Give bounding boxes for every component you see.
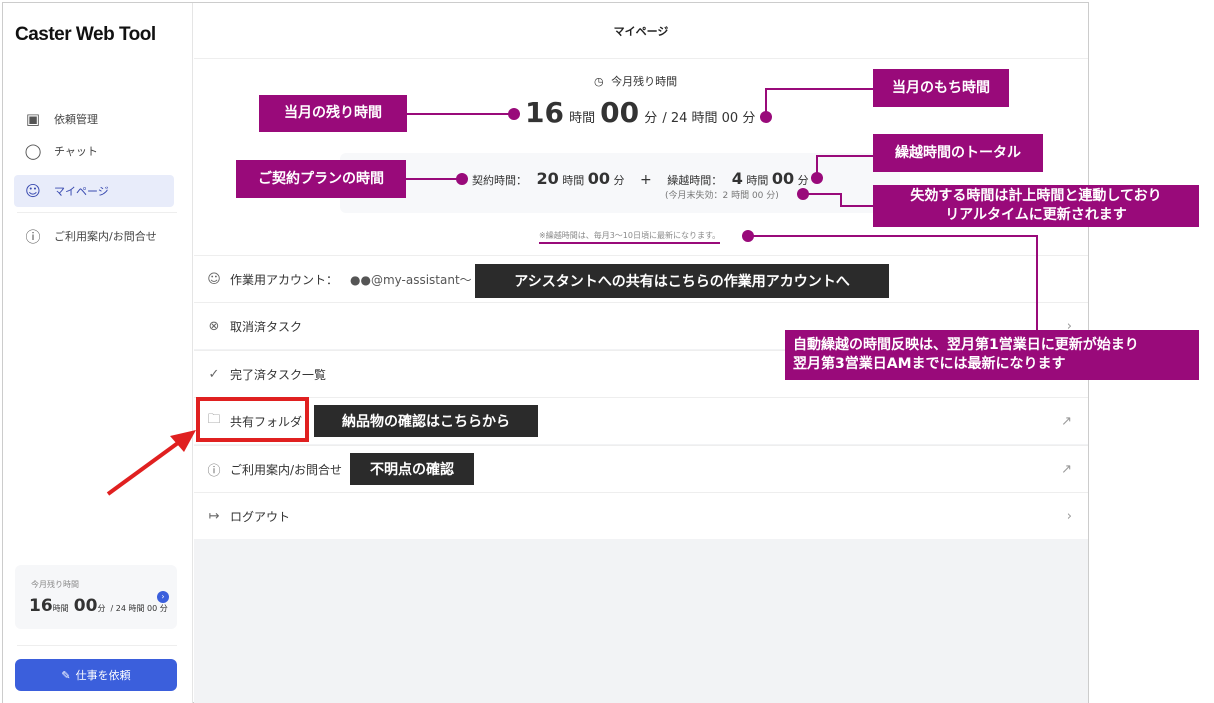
marker-dot	[760, 111, 772, 123]
total-time: / 24 時間 00 分	[662, 111, 756, 126]
chat-icon: ◯	[24, 142, 42, 160]
remaining-label: 今月残り時間	[31, 580, 79, 589]
red-arrow-icon	[106, 430, 196, 496]
carry-label: 繰越時間：	[667, 174, 723, 187]
marker-dot	[456, 173, 468, 185]
help-icon: ⓘ	[207, 463, 221, 479]
annotation-remaining: 当月の残り時間	[259, 95, 407, 132]
remaining-value: 16時間 00分 / 24 時間 00 分	[29, 596, 168, 616]
hours: 16	[525, 96, 564, 129]
remaining-value: 16 時間 00 分 / 24 時間 00 分	[525, 96, 755, 129]
account-value: ●●@my-assistant〜	[350, 272, 472, 287]
row-label: ご利用案内/お問合せ	[230, 462, 343, 477]
unit: 時間	[569, 111, 596, 126]
contract-minutes: 00	[587, 169, 611, 188]
highlight-box	[196, 397, 309, 442]
chevron-right-icon: ›	[1066, 318, 1072, 334]
row-label: ログアウト	[230, 509, 291, 524]
logout-icon: ↦	[208, 508, 220, 524]
plus: +	[640, 172, 652, 188]
contract-box	[340, 153, 900, 213]
annotation-total: 当月のもち時間	[873, 69, 1009, 107]
connector	[816, 155, 818, 177]
row-label: 共有フォルダ	[230, 414, 303, 429]
marker-dot	[797, 188, 809, 200]
contract-line: 契約時間： 20 時間 00 分 + 繰越時間： 4 時間 00 分	[472, 169, 809, 188]
connector	[406, 178, 458, 180]
connector	[407, 113, 510, 115]
contract-label: 契約時間：	[472, 174, 527, 187]
check-circle-icon: ✓	[208, 366, 220, 382]
annotation-auto-carry: 自動繰越の時間反映は、翌月第1営業日に更新が始まり 翌月第3営業日AMまでには最…	[785, 330, 1199, 380]
marker-dot	[508, 108, 520, 120]
help-icon: ⓘ	[25, 227, 41, 246]
carry-minutes: 00	[771, 169, 795, 188]
clock-icon: ◷	[594, 75, 604, 88]
annotation-plan: ご契約プランの時間	[236, 160, 406, 198]
connector	[765, 88, 767, 116]
help-row[interactable]: ⓘ ご利用案内/お問合せ ↗	[194, 445, 1088, 492]
remaining-label: 今月残り時間	[611, 75, 678, 88]
page-title: マイページ	[194, 3, 1088, 59]
logout-row[interactable]: ↦ ログアウト ›	[194, 492, 1088, 539]
chevron-right-icon: ›	[1066, 508, 1072, 524]
sidebar-item-chat[interactable]: ◯ チャット	[14, 135, 174, 167]
app-logo: Caster Web Tool	[15, 24, 156, 45]
hours: 16	[29, 596, 53, 616]
divider	[17, 645, 177, 646]
unit: 分	[97, 604, 106, 613]
external-link-icon: ↗	[1061, 413, 1072, 429]
button-label: 仕事を依頼	[75, 669, 131, 682]
sidebar-item-label: ご利用案内/お問合せ	[54, 230, 157, 243]
user-icon: ☺	[25, 182, 41, 200]
sidebar-item-help[interactable]: ⓘ ご利用案内/お問合せ	[14, 220, 174, 252]
annotation-expire: 失効する時間は計上時間と連動しており リアルタイムに更新されます	[873, 185, 1199, 227]
connector	[765, 88, 873, 90]
chevron-right-icon[interactable]: ›	[157, 591, 169, 603]
unit: 時間	[52, 604, 69, 613]
marker-dot	[811, 172, 823, 184]
annotation-help: 不明点の確認	[350, 453, 474, 485]
divider	[17, 212, 177, 213]
sidebar-item-label: マイページ	[54, 185, 109, 198]
carry-hours: 4	[731, 169, 743, 188]
folder-icon: 🗀	[207, 412, 221, 427]
remaining-header: ◷ 今月残り時間	[594, 73, 677, 89]
minutes: 00	[600, 96, 640, 129]
connector	[816, 155, 873, 157]
remaining-time-card[interactable]: 今月残り時間 16時間 00分 / 24 時間 00 分 ›	[15, 565, 177, 629]
sidebar-item-label: 依頼管理	[54, 113, 98, 126]
row-label: 作業用アカウント：	[230, 272, 339, 287]
marker-dot	[742, 230, 754, 242]
user-x-icon: ☺	[207, 271, 221, 287]
request-work-button[interactable]: ✎ 仕事を依頼	[15, 659, 177, 691]
annotation-folder: 納品物の確認はこちらから	[314, 405, 538, 437]
minutes: 00	[73, 596, 98, 616]
unit: 分	[644, 111, 658, 126]
sidebar-item-label: チャット	[54, 145, 98, 158]
sidebar-item-requests[interactable]: ▣ 依頼管理	[14, 103, 174, 135]
connector	[840, 193, 842, 206]
row-label: 完了済タスク一覧	[230, 367, 327, 382]
expire-note: (今月末失効：2 時間 00 分)	[665, 191, 779, 201]
connector	[840, 205, 873, 207]
total: / 24 時間 00 分	[110, 604, 168, 613]
connector	[805, 193, 841, 195]
annotation-carry-total: 繰越時間のトータル	[873, 134, 1043, 172]
x-circle-icon: ⊗	[208, 318, 220, 334]
briefcase-icon: ▣	[25, 110, 41, 128]
connector	[750, 235, 1037, 237]
contract-hours: 20	[536, 169, 559, 188]
sidebar-item-mypage[interactable]: ☺ マイページ	[14, 175, 174, 207]
row-label: 取消済タスク	[230, 319, 303, 334]
external-link-icon: ↗	[1061, 461, 1072, 477]
carry-note: ※繰越時間は、毎月3〜10日頃に最新になります。	[539, 230, 721, 244]
annotation-account: アシスタントへの共有はこちらの作業用アカウントへ	[475, 264, 889, 298]
cancelled-tasks-row[interactable]: ⊗ 取消済タスク ›	[194, 302, 1088, 349]
connector	[1036, 235, 1038, 331]
edit-icon: ✎	[61, 668, 71, 682]
